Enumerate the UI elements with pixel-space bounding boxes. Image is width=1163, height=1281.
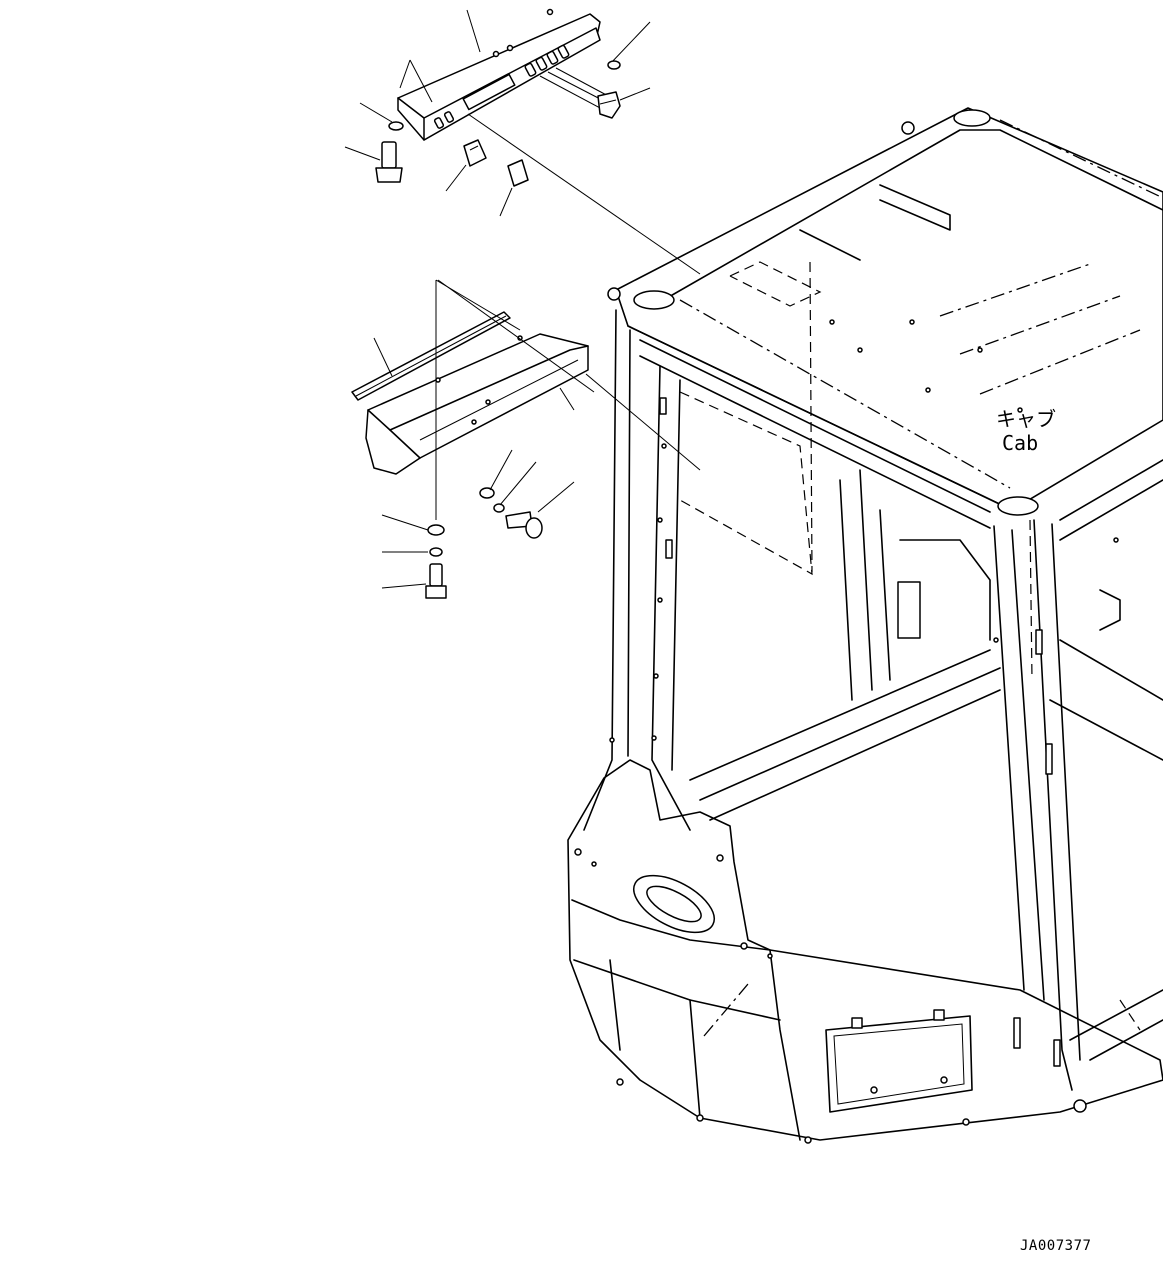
- bolt-low: [425, 563, 447, 599]
- washer-mid: [479, 487, 495, 499]
- switch-panel: [397, 8, 601, 141]
- drawing-code: JA007377: [1020, 1238, 1091, 1254]
- cab-roof: [607, 107, 1163, 516]
- bolt-mid: [505, 511, 543, 539]
- cab-label-en: Cab: [1002, 431, 1038, 455]
- cab-frame: [583, 261, 1163, 1091]
- trim-strip: [351, 311, 511, 401]
- storage-tray: [365, 333, 589, 475]
- switch-knob-2: [507, 159, 529, 187]
- switch-knob-1: [463, 139, 487, 167]
- switch-slots: [433, 44, 570, 129]
- cab-label-jp: キャブ: [996, 407, 1056, 431]
- spring-washer-mid: [493, 503, 505, 513]
- washer-low: [427, 524, 445, 536]
- spring-washer-low: [429, 547, 443, 557]
- bolt-top: [375, 141, 403, 183]
- cab-base: [567, 759, 1163, 1144]
- rocker-switch: [597, 91, 621, 119]
- washer-top: [388, 121, 404, 131]
- cap-part: [607, 60, 621, 70]
